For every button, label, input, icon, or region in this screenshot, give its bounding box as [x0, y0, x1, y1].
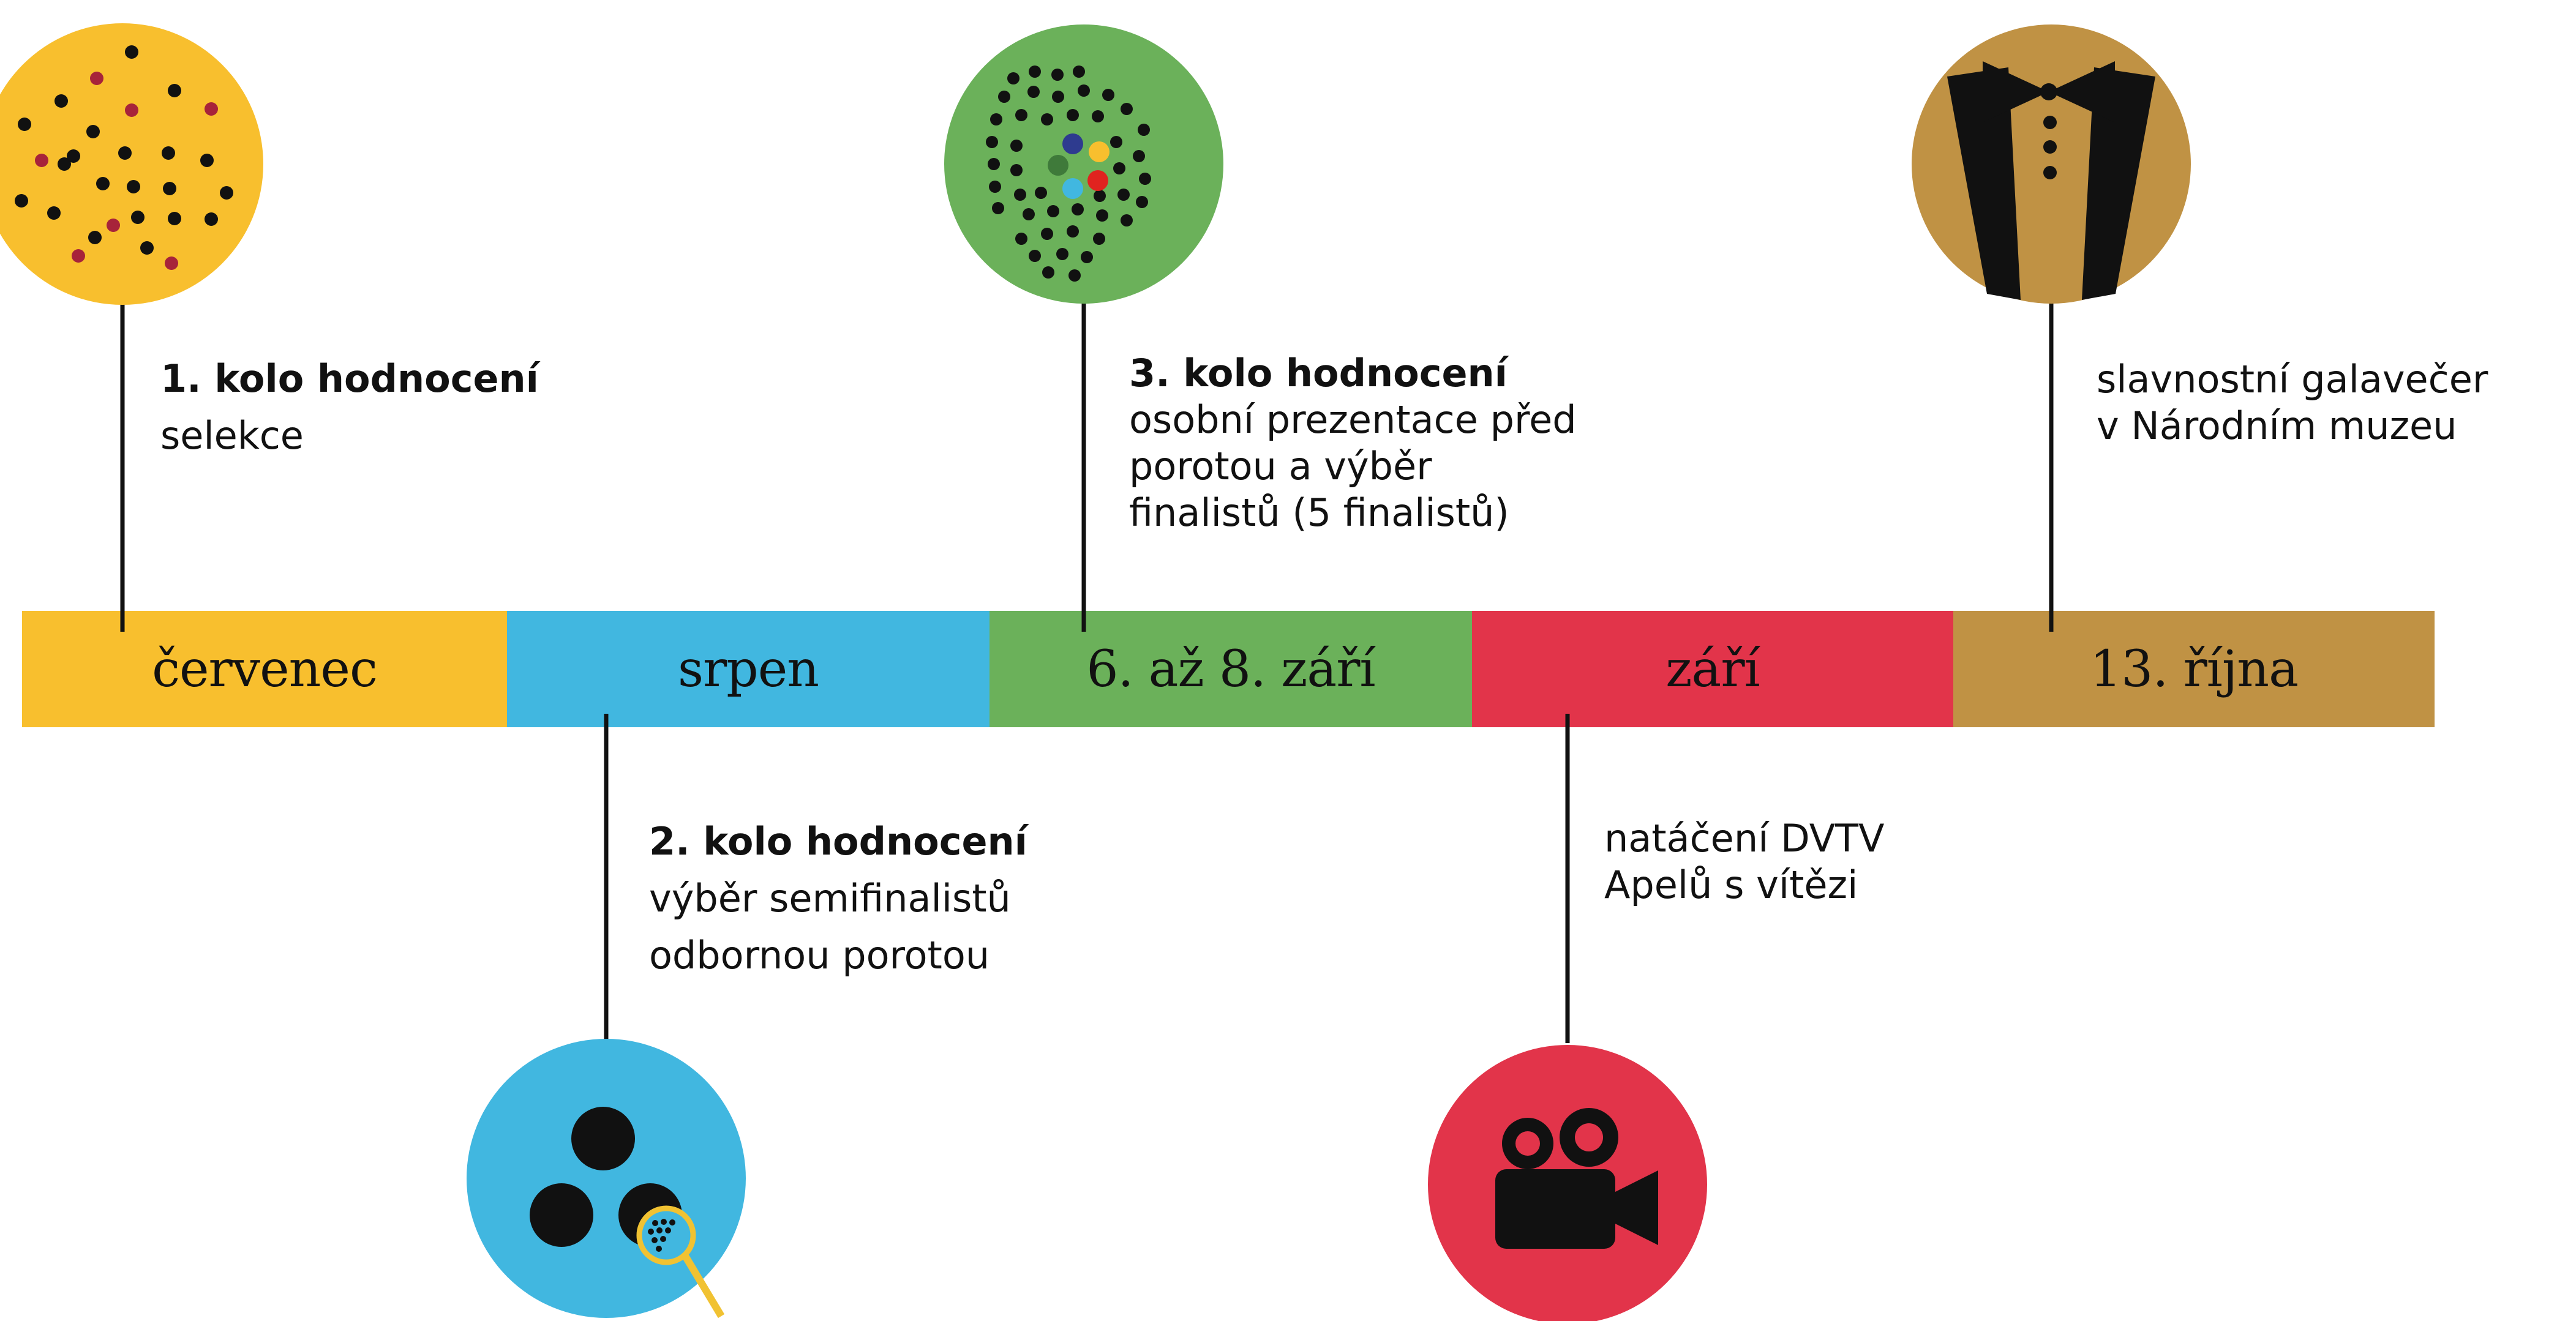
- note-body-line: osobní prezentace před: [1129, 397, 1577, 442]
- note-round1: 1. kolo hodnocení selekce: [160, 350, 539, 464]
- note-heading: 2. kolo hodnocení: [649, 819, 1027, 864]
- note-body-line: Apelů s vítězi: [1604, 863, 1858, 907]
- dots-selection-icon: [0, 23, 263, 305]
- magnifier-dots-icon: [467, 1039, 746, 1319]
- note-body-line: finalistů (5 finalistů): [1129, 490, 1509, 535]
- note-round2: 2. kolo hodnocení výběr semifinalistů od…: [649, 813, 1027, 984]
- segment-label: 13. října: [2089, 640, 2299, 698]
- segment-label: září: [1665, 640, 1760, 698]
- connector-lines: [120, 294, 2054, 1043]
- note-body-line: slavnostní galavečer: [2097, 357, 2488, 402]
- note-body-line: výběr semifinalistů: [649, 876, 1011, 921]
- segment-october-13: 13. října: [1953, 611, 2435, 727]
- segment-july: červenec: [22, 611, 507, 727]
- segment-september: září: [1472, 611, 1953, 727]
- segment-august: srpen: [507, 611, 989, 727]
- note-gala: slavnostní galavečer v Národním muzeu: [2097, 356, 2488, 449]
- segment-label: srpen: [677, 640, 819, 698]
- note-body-line: v Národním muzeu: [2097, 403, 2457, 448]
- note-body-line: odbornou porotou: [649, 933, 990, 978]
- tuxedo-bowtie-icon: [1912, 24, 2191, 304]
- segment-label: červenec: [152, 640, 378, 698]
- note-filming: natáčení DVTV Apelů s vítězi: [1604, 815, 1884, 908]
- note-heading: 1. kolo hodnocení: [160, 356, 539, 401]
- note-body-line: selekce: [160, 413, 304, 458]
- segment-label: 6. až 8. září: [1086, 640, 1375, 698]
- movie-camera-icon: [1428, 1045, 1707, 1321]
- note-body-line: porotou a výběr: [1129, 444, 1432, 488]
- note-body-line: natáčení DVTV: [1604, 816, 1885, 861]
- note-round3: 3. kolo hodnocení osobní prezentace před…: [1129, 350, 1577, 536]
- crowd-finalists-icon: [944, 24, 1223, 304]
- note-heading: 3. kolo hodnocení: [1129, 351, 1508, 395]
- segment-september-6-8: 6. až 8. září: [989, 611, 1472, 727]
